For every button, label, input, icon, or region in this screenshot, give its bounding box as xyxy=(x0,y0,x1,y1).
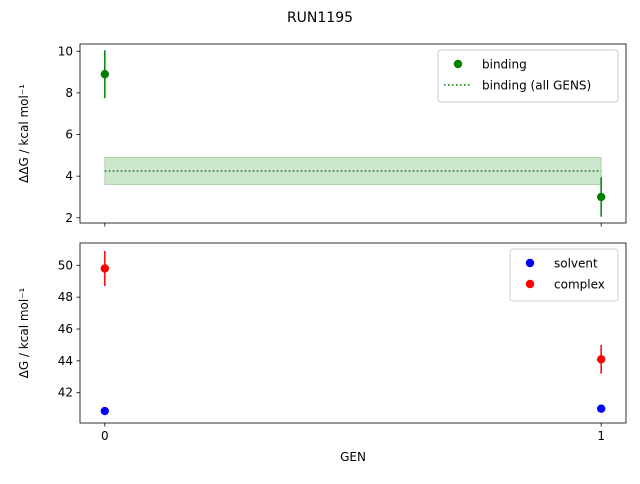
y-tick-label: 46 xyxy=(58,322,73,336)
y-tick-label: 10 xyxy=(58,44,73,58)
legend-label: complex xyxy=(554,278,605,292)
x-tick-label: 1 xyxy=(597,429,605,443)
y-tick-label: 42 xyxy=(58,386,73,400)
legend-label: binding (all GENS) xyxy=(482,79,591,93)
data-point xyxy=(100,406,110,416)
legend-label: solvent xyxy=(554,257,598,271)
data-point xyxy=(100,264,110,273)
legend-marker xyxy=(525,258,535,268)
y-tick-label: 44 xyxy=(58,354,73,368)
y-tick-label: 6 xyxy=(65,128,73,142)
y-tick-label: 50 xyxy=(58,258,73,272)
data-point xyxy=(596,404,606,413)
y-tick-label: 4 xyxy=(65,169,73,183)
legend: solvent complex xyxy=(509,248,619,302)
figure-title: RUN1195 xyxy=(287,10,353,26)
data-point xyxy=(596,355,606,364)
x-axis-label: GEN xyxy=(340,450,366,464)
y-tick-label: 2 xyxy=(65,211,73,225)
data-point xyxy=(596,192,606,202)
y-tick-label: 8 xyxy=(65,86,73,100)
y-axis-label: ΔG / kcal mol⁻¹ xyxy=(17,287,31,378)
x-tick-label: 0 xyxy=(101,429,109,443)
y-axis-label: ΔΔG / kcal mol⁻¹ xyxy=(17,84,31,183)
axes-frame xyxy=(79,43,627,224)
legend-box xyxy=(437,49,619,103)
legend-label: binding xyxy=(482,58,527,72)
legend-marker xyxy=(453,59,463,69)
legend: binding binding (all GENS) xyxy=(437,49,619,103)
legend-marker xyxy=(525,279,535,289)
legend-box xyxy=(509,248,619,302)
axes-frame xyxy=(79,242,627,424)
bottom-axes: 42 44 46 48 50 0 1 ΔG / kcal mol⁻¹ GEN solvent com… xyxy=(17,242,627,464)
data-point xyxy=(100,69,110,79)
y-tick-label: 48 xyxy=(58,290,73,304)
